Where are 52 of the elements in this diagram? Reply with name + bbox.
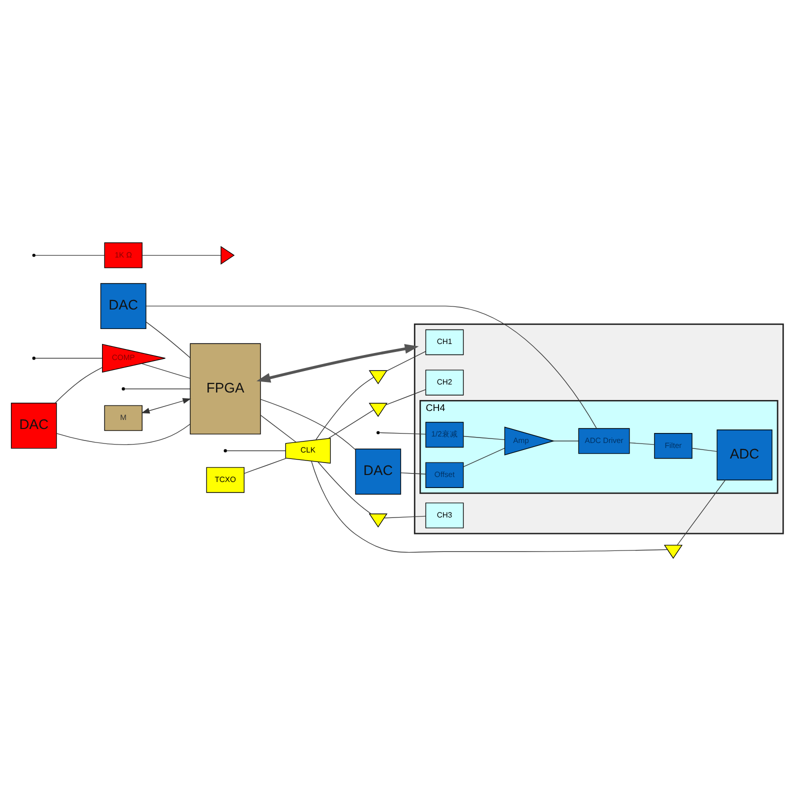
connector xyxy=(463,435,505,440)
cluster xyxy=(414,322,784,534)
connector xyxy=(316,376,374,440)
connector xyxy=(385,388,426,405)
arrow xyxy=(141,398,192,414)
connector xyxy=(553,440,579,441)
connector xyxy=(260,414,296,442)
connector xyxy=(260,398,356,450)
connector xyxy=(226,450,286,451)
connector xyxy=(386,350,426,371)
node-box: DAC xyxy=(10,402,57,448)
connector xyxy=(56,423,190,444)
connector xyxy=(124,388,190,389)
node-triangle xyxy=(368,370,388,384)
connector xyxy=(54,366,103,403)
connector xyxy=(676,479,726,545)
node-triangle xyxy=(368,513,388,528)
node-triangle xyxy=(368,402,388,416)
node-triangle xyxy=(664,544,683,558)
connector xyxy=(400,472,426,474)
node-box: CH1 xyxy=(425,328,464,355)
node-triangle xyxy=(220,245,235,264)
connector xyxy=(146,321,190,358)
connector xyxy=(34,254,105,256)
connector xyxy=(141,362,190,378)
connector xyxy=(318,461,372,514)
node-box: TCXO xyxy=(206,466,244,492)
connector xyxy=(379,432,426,434)
node-box: CLK xyxy=(285,437,331,464)
node-box: ADC xyxy=(716,429,772,480)
node-box: Filter xyxy=(654,432,692,458)
node-box: CH3 xyxy=(425,502,464,528)
connector xyxy=(34,357,103,358)
connector xyxy=(244,457,287,474)
connector xyxy=(146,305,597,428)
connector xyxy=(311,460,668,552)
connector xyxy=(328,409,374,438)
node-box: M xyxy=(104,404,142,430)
connector xyxy=(692,447,718,452)
connector xyxy=(463,447,505,467)
arrow xyxy=(256,344,419,382)
node-box: FPGA xyxy=(190,342,261,434)
node-box: DAC xyxy=(355,448,402,494)
connector xyxy=(384,515,426,518)
node-box: Offset xyxy=(425,462,464,488)
node-box: CH2 xyxy=(425,369,464,395)
node-box: 1/2衰减 xyxy=(425,421,464,448)
node-box: ADC Driver xyxy=(578,428,630,454)
connector xyxy=(629,442,655,444)
node-box: DAC xyxy=(100,282,146,329)
connector xyxy=(142,254,222,256)
node-box: 1K Ω xyxy=(104,242,142,268)
